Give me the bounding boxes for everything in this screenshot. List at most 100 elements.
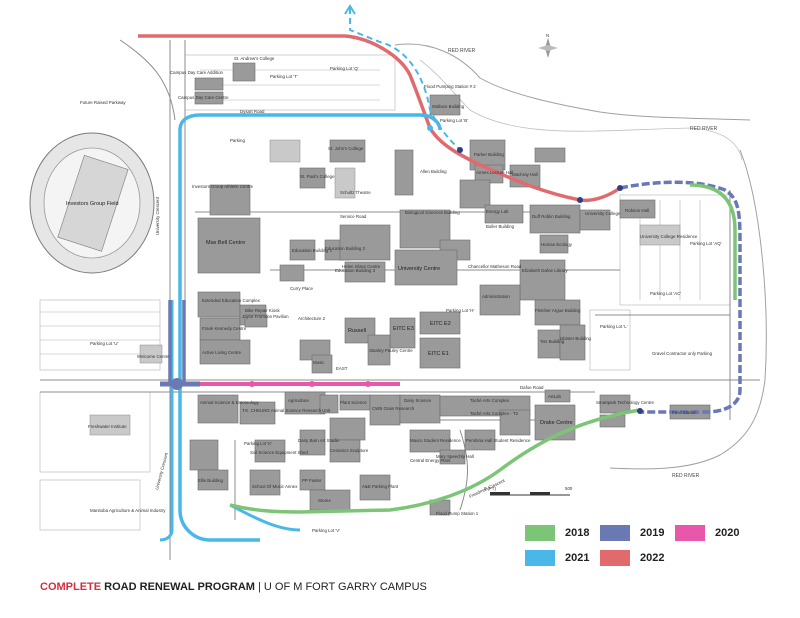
- svg-text:Administration: Administration: [482, 294, 510, 299]
- scale-bar: 0 (FT) 500: [484, 486, 573, 496]
- svg-text:Mary Speechly Hall: Mary Speechly Hall: [436, 454, 474, 459]
- svg-text:Armes Lecture Hall: Armes Lecture Hall: [476, 170, 513, 175]
- svg-text:Taché Arts Complex: Taché Arts Complex: [470, 398, 510, 403]
- svg-text:Future Raised Parkway: Future Raised Parkway: [80, 100, 126, 105]
- legend-swatch: [600, 550, 630, 566]
- road-2021-west: [159, 300, 174, 542]
- svg-text:Wallace Building: Wallace Building: [432, 104, 465, 109]
- svg-text:Biological Sciences Building: Biological Sciences Building: [405, 210, 460, 215]
- svg-text:Parking Lot 'U': Parking Lot 'U': [90, 341, 118, 346]
- river-label: RED RIVER: [690, 126, 718, 132]
- svg-text:Welcome Centre: Welcome Centre: [137, 354, 170, 359]
- svg-text:ArtLab: ArtLab: [548, 394, 561, 399]
- legend-year: 2021: [565, 552, 590, 564]
- legend-item-2022: 2022: [600, 550, 664, 566]
- svg-text:Freshwater Institute: Freshwater Institute: [88, 424, 127, 429]
- legend-item-2019: 2019: [600, 525, 664, 541]
- svg-text:Stores: Stores: [318, 498, 331, 503]
- svg-text:Smartpark Technology Centre: Smartpark Technology Centre: [596, 400, 655, 405]
- legend-year: 2018: [565, 527, 590, 539]
- svg-text:PP Faster: PP Faster: [302, 478, 322, 483]
- svg-text:EITC E3: EITC E3: [393, 326, 414, 332]
- svg-text:Ellis Building: Ellis Building: [198, 478, 223, 483]
- svg-text:Buller Building: Buller Building: [486, 224, 515, 229]
- legend-year: 2022: [640, 552, 665, 564]
- svg-text:Plant Science: Plant Science: [340, 400, 367, 405]
- svg-text:EITC E2: EITC E2: [430, 321, 451, 327]
- svg-text:Education Building 3: Education Building 3: [335, 268, 376, 273]
- legend-item-2018: 2018: [525, 525, 589, 541]
- svg-text:Joyce Fromson Pavilion: Joyce Fromson Pavilion: [242, 314, 289, 319]
- svg-text:Dairy Barn Art Studio: Dairy Barn Art Studio: [298, 438, 340, 443]
- road-2022-chancellor: [428, 127, 622, 203]
- svg-text:Parking Lot 'H': Parking Lot 'H': [446, 308, 474, 313]
- road-2021-university-cres: [178, 380, 260, 542]
- svg-text:500: 500: [565, 486, 573, 491]
- svg-text:Education Building 2: Education Building 2: [325, 246, 366, 251]
- legend-year: 2019: [640, 527, 665, 539]
- map-caption: COMPLETE ROAD RENEWAL PROGRAM | U OF M F…: [40, 581, 427, 593]
- svg-text:Investors Group Athletic Centr: Investors Group Athletic Centre: [192, 184, 254, 189]
- west-parking-lots: [39, 54, 731, 531]
- road-2021-dysart: [178, 113, 442, 380]
- svg-text:Parker Building: Parker Building: [474, 152, 504, 157]
- svg-text:Parking Lot 'T': Parking Lot 'T': [270, 74, 298, 79]
- svg-text:Parking Lot 'AQ': Parking Lot 'AQ': [690, 241, 722, 246]
- north-compass-icon: N: [538, 33, 558, 58]
- svg-text:0 (FT): 0 (FT): [484, 486, 496, 491]
- caption-subtitle: | U OF M FORT GARRY CAMPUS: [254, 581, 427, 593]
- caption-title: ROAD RENEWAL PROGRAM: [101, 581, 255, 593]
- svg-text:EITC E1: EITC E1: [428, 351, 449, 357]
- svg-text:Energy Lab: Energy Lab: [486, 209, 509, 214]
- svg-text:T.K. CHEUNG Animal Science Res: T.K. CHEUNG Animal Science Research Unit: [242, 408, 331, 413]
- river-label: RED RIVER: [672, 473, 700, 479]
- svg-text:School Of Music Annex: School Of Music Annex: [252, 484, 298, 489]
- svg-text:Service Road: Service Road: [340, 214, 367, 219]
- svg-text:Flood Pump Station 1: Flood Pump Station 1: [436, 511, 479, 516]
- svg-text:University College: University College: [585, 211, 621, 216]
- svg-text:Duff Roblin Building: Duff Roblin Building: [532, 214, 571, 219]
- junction-markers: [171, 125, 643, 414]
- svg-text:Parking Lot 'V': Parking Lot 'V': [312, 528, 340, 533]
- svg-text:St. Paul's College: St. Paul's College: [300, 174, 335, 179]
- svg-text:Central Energy Plant: Central Energy Plant: [410, 458, 451, 463]
- legend-item-2021: 2021: [525, 550, 589, 566]
- svg-text:Dafoe Road: Dafoe Road: [520, 385, 544, 390]
- svg-text:Active Living Centre: Active Living Centre: [202, 350, 242, 355]
- legend-year: 2020: [715, 527, 740, 539]
- svg-text:Music: Music: [313, 360, 325, 365]
- svg-text:Bike Repair Kiosk: Bike Repair Kiosk: [245, 308, 280, 313]
- svg-text:Stanley Pauley Centre: Stanley Pauley Centre: [369, 348, 413, 353]
- svg-text:Extended Education Complex: Extended Education Complex: [202, 298, 261, 303]
- road-2021-dashed-north: [349, 8, 461, 151]
- svg-text:St. John's College: St. John's College: [328, 146, 364, 151]
- svg-text:University College Residence: University College Residence: [640, 234, 698, 239]
- road-2019-west: [168, 300, 186, 385]
- svg-text:Gravel Contractor only Parking: Gravel Contractor only Parking: [652, 351, 713, 356]
- legend-swatch: [675, 525, 705, 541]
- legend-item-2020: 2020: [675, 525, 739, 541]
- svg-text:Max Bell Centre: Max Bell Centre: [206, 240, 245, 246]
- svg-text:Parking Lot 'K': Parking Lot 'K': [244, 441, 272, 446]
- svg-text:Freedman Crescent: Freedman Crescent: [468, 478, 506, 499]
- buildings: [89, 62, 711, 516]
- svg-text:Mauro Student Residence: Mauro Student Residence: [410, 438, 461, 443]
- svg-text:Robson Hall: Robson Hall: [625, 208, 649, 213]
- svg-text:A&E Parking Plant: A&E Parking Plant: [362, 484, 399, 489]
- svg-text:Parking Lot 'L': Parking Lot 'L': [600, 324, 628, 329]
- road-2019-east: [619, 180, 742, 414]
- legend-swatch: [525, 550, 555, 566]
- svg-text:Frank Kennedy Centre: Frank Kennedy Centre: [202, 326, 247, 331]
- road-2018-freedman: [229, 408, 641, 514]
- svg-text:Isbister Building: Isbister Building: [560, 336, 592, 341]
- svg-text:Russell: Russell: [348, 328, 366, 334]
- svg-text:Helen Glass Centre: Helen Glass Centre: [342, 264, 381, 269]
- svg-text:Manitoba Agriculture & Animal: Manitoba Agriculture & Animal Industry: [90, 508, 166, 513]
- svg-text:Parking Lot 'B': Parking Lot 'B': [440, 118, 468, 123]
- svg-text:Allen Building: Allen Building: [420, 169, 447, 174]
- river-shoreline-inner: [419, 59, 743, 161]
- road-2022-north: [138, 34, 432, 129]
- svg-text:Curry Place: Curry Place: [290, 286, 313, 291]
- svg-text:Drake Centre: Drake Centre: [540, 420, 573, 426]
